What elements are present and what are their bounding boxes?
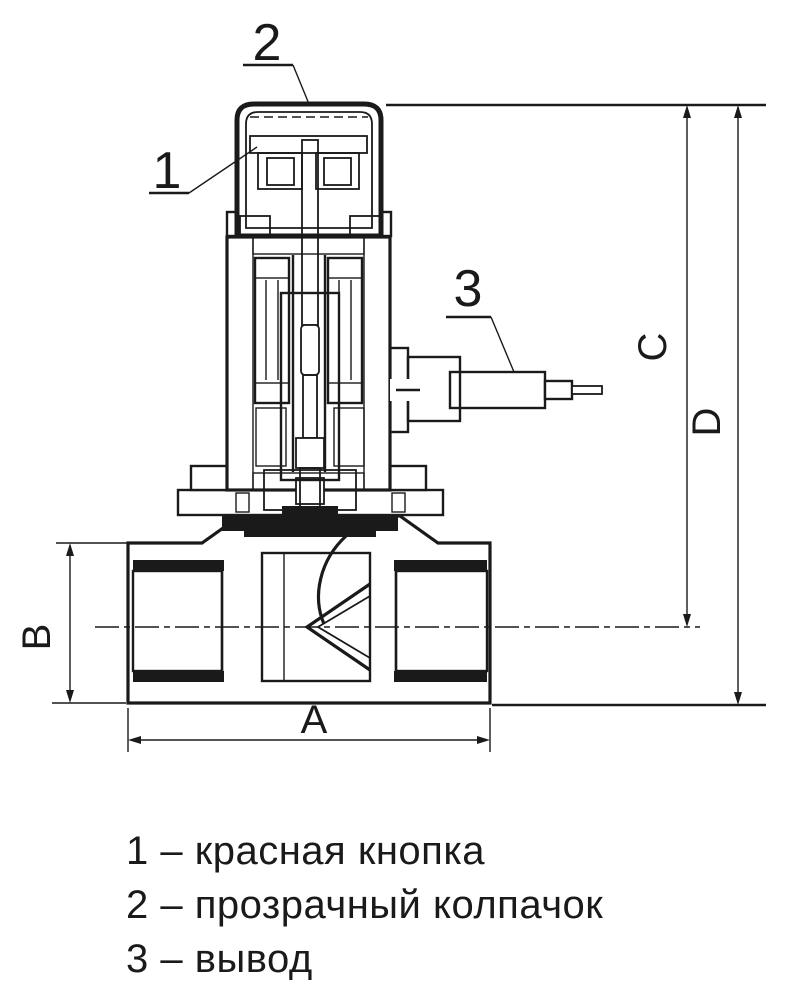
thread-band bbox=[394, 560, 487, 571]
seal-band bbox=[222, 515, 398, 531]
winding-block bbox=[253, 256, 291, 405]
arrowhead bbox=[683, 105, 691, 118]
coil-winding-left bbox=[253, 256, 291, 405]
callout-number: 2 bbox=[253, 14, 282, 72]
valve-plug bbox=[261, 552, 285, 682]
dim-label-C: C bbox=[631, 333, 675, 362]
callout-3-lead: 3 bbox=[446, 260, 515, 373]
arrowhead bbox=[734, 105, 742, 118]
yoke-block-left bbox=[239, 215, 271, 238]
thread-band bbox=[133, 671, 224, 682]
winding-cap bbox=[254, 382, 290, 404]
winding-cap bbox=[327, 382, 363, 404]
cap-outline bbox=[234, 101, 384, 239]
stem-lower bbox=[299, 467, 321, 514]
port-bore bbox=[131, 569, 224, 673]
lead-braid bbox=[448, 370, 547, 410]
arrowhead bbox=[66, 690, 74, 703]
dimension-C-D: C D bbox=[386, 103, 766, 707]
cap-inner-wall bbox=[245, 111, 373, 229]
winding-block bbox=[326, 256, 364, 405]
winding-cap bbox=[327, 257, 363, 279]
arrowhead bbox=[128, 736, 141, 744]
mounting-ear-right bbox=[388, 464, 428, 492]
dim-label-B: B bbox=[15, 624, 59, 651]
thread-band bbox=[133, 560, 224, 571]
dim-label-A: A bbox=[301, 698, 328, 742]
stem-pocket-upper bbox=[300, 324, 320, 376]
callout-leader bbox=[188, 146, 258, 194]
callout-leader bbox=[292, 64, 310, 105]
dimension-A: A bbox=[127, 698, 491, 752]
chamber-cavity bbox=[260, 551, 372, 683]
button-flange bbox=[249, 135, 368, 154]
lead-pin bbox=[571, 385, 603, 395]
button-leg-right bbox=[315, 152, 360, 190]
arrowhead bbox=[66, 543, 74, 556]
return-spring-left bbox=[255, 407, 287, 467]
flange-notch bbox=[391, 492, 406, 513]
arrowhead bbox=[683, 614, 691, 627]
plunger-core bbox=[279, 291, 341, 482]
plunger-armature bbox=[279, 139, 341, 514]
transparent-cap bbox=[225, 101, 393, 239]
callout-leader bbox=[490, 316, 515, 373]
port-left bbox=[131, 560, 224, 682]
legend-item-lead: 3 – вывод bbox=[126, 937, 313, 981]
dimension-B: B bbox=[15, 542, 152, 704]
seal-band-lower bbox=[244, 531, 376, 537]
arrowhead bbox=[477, 736, 490, 744]
port-right bbox=[394, 560, 489, 682]
dim-label-D: D bbox=[685, 408, 729, 437]
arrowhead bbox=[734, 692, 742, 705]
return-spring-right bbox=[333, 407, 365, 467]
callout-2-transparent-cap: 2 bbox=[243, 14, 310, 105]
legend: 1 – красная кнопка 2 – прозрачный колпач… bbox=[126, 824, 603, 986]
coil-winding-right bbox=[326, 256, 364, 405]
port-bore bbox=[394, 569, 489, 673]
lead-channel bbox=[390, 379, 452, 401]
red-button bbox=[249, 135, 368, 190]
callout-1-red-button: 1 bbox=[149, 142, 258, 200]
callout-number: 1 bbox=[153, 142, 182, 200]
yoke-block-right bbox=[349, 215, 381, 238]
thread-band bbox=[394, 671, 487, 682]
seat-bar bbox=[282, 506, 338, 514]
valve-body bbox=[126, 514, 492, 705]
valve-disc-curve bbox=[317, 534, 348, 625]
legend-item-transparent-cap: 2 – прозрачный колпачок bbox=[126, 883, 604, 927]
lead-sleeve bbox=[543, 379, 574, 401]
valve-chamber bbox=[260, 534, 372, 683]
flange-notch bbox=[235, 492, 250, 513]
mounting-ear-left bbox=[189, 464, 229, 492]
winding-cap bbox=[254, 257, 290, 279]
button-window-right bbox=[323, 157, 352, 186]
stem-pocket-lower bbox=[295, 437, 325, 469]
button-window-left bbox=[266, 157, 295, 186]
legend-item-red-button: 1 – красная кнопка bbox=[126, 829, 485, 873]
electrical-lead bbox=[388, 346, 603, 434]
callout-number: 3 bbox=[454, 260, 483, 318]
diaphragm-seal bbox=[222, 515, 398, 537]
